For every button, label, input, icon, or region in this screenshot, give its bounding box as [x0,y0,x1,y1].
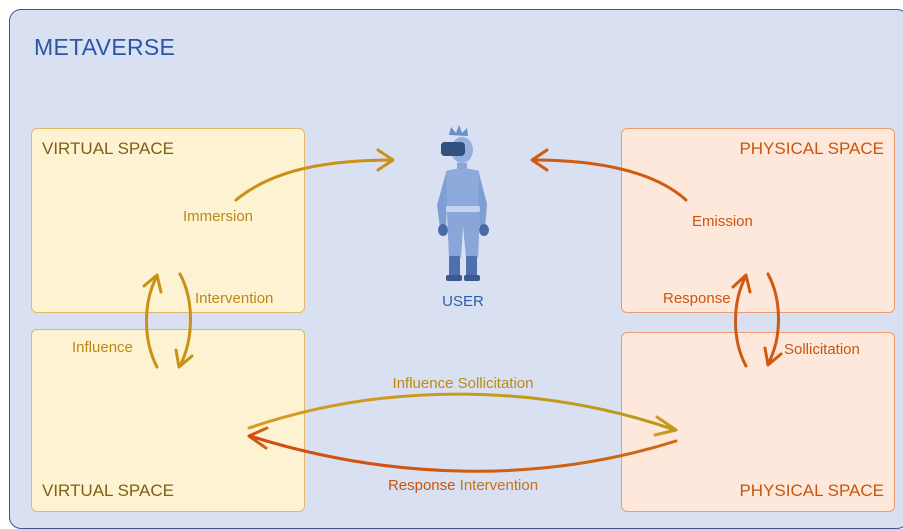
user-label: USER [442,293,484,310]
virtual-space-top-label: VIRTUAL SPACE [42,139,174,158]
response-intervention-label-part2: Intervention [460,477,538,494]
response-intervention-arrow [247,426,678,473]
immersion-label: Immersion [183,208,253,225]
response-arrow [731,273,752,368]
intervention-label: Intervention [195,290,273,307]
virtual-space-bottom-label: VIRTUAL SPACE [42,481,174,500]
physical-space-top-box: PHYSICAL SPACE [621,128,895,313]
user-figure [437,125,489,281]
virtual-space-bottom-box: VIRTUAL SPACE [31,329,305,512]
virtual-space-top-box: VIRTUAL SPACE [31,128,305,313]
intervention-arrow [174,272,194,369]
diagram-title: METAVERSE [34,34,176,60]
emission-arrow [530,148,688,202]
influence-sollicitation-label-part1: Influence [393,375,454,392]
physical-space-bottom-label: PHYSICAL SPACE [739,481,884,500]
influence-sollicitation-label-part2: Sollicitation [458,375,534,392]
sollicitation-label: Sollicitation [784,341,860,358]
sollicitation-arrow [763,272,783,367]
influence-sollicitation-arrow [247,392,678,437]
influence-arrow [142,273,163,369]
physical-space-top-label: PHYSICAL SPACE [739,139,884,158]
influence-sollicitation-label: Influence Sollicitation [393,375,534,392]
response-intervention-label: Response Intervention [388,477,538,494]
influence-label: Influence [72,339,133,356]
emission-label: Emission [692,213,753,230]
response-label: Response [663,290,731,307]
response-intervention-label-part1: Response [388,477,456,494]
immersion-arrow [234,148,395,202]
